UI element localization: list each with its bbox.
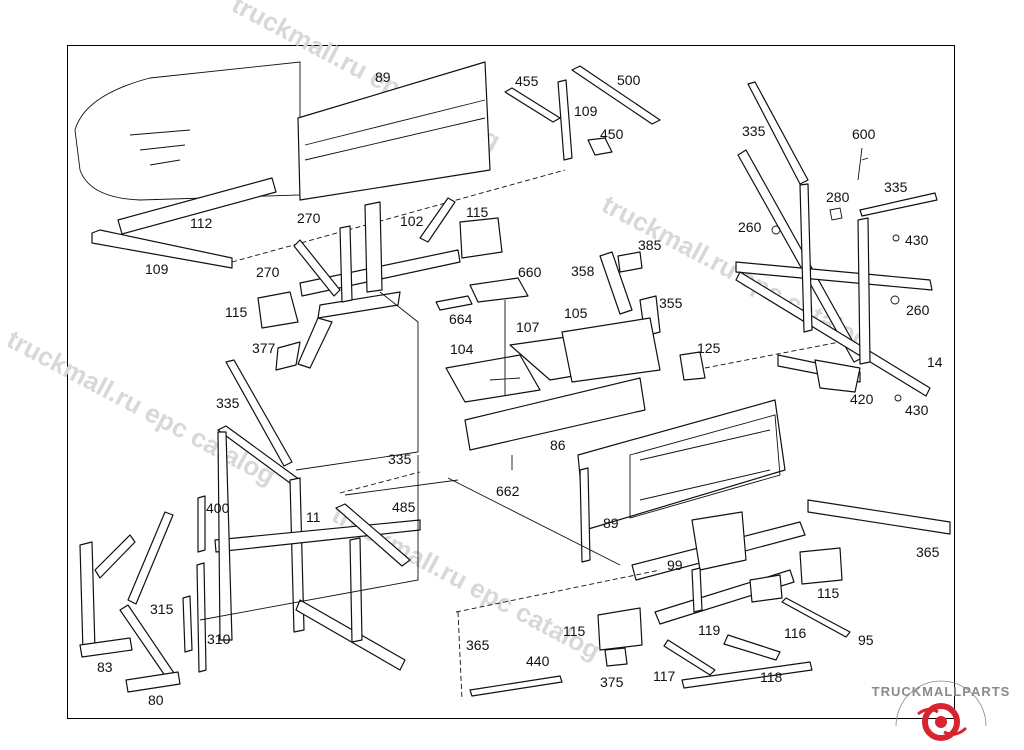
callout-109-strip: 109 (574, 103, 598, 119)
callout-107: 107 (516, 319, 540, 335)
callout-95: 95 (858, 632, 874, 648)
callout-labels: 89 455 500 109 450 335 600 280 335 430 2… (97, 69, 943, 708)
callout-115-left: 115 (225, 304, 248, 320)
callout-115-upper: 115 (466, 204, 489, 220)
callout-430-lower: 430 (905, 402, 929, 418)
callout-660: 660 (518, 264, 542, 280)
callout-335-right: 335 (884, 179, 908, 195)
callout-117: 117 (653, 668, 676, 684)
callout-280: 280 (826, 189, 850, 205)
gear-icon (922, 703, 960, 741)
strips-top (504, 65, 661, 161)
callout-375: 375 (600, 674, 624, 690)
callout-260-right: 260 (906, 302, 930, 318)
callout-104: 104 (450, 341, 474, 357)
callout-260-left: 260 (738, 219, 762, 235)
callout-116: 116 (784, 625, 807, 641)
callout-377: 377 (252, 340, 276, 356)
center-right-brackets (561, 251, 851, 383)
callout-662: 662 (496, 483, 520, 499)
callout-664: 664 (449, 311, 473, 327)
callout-80: 80 (148, 692, 164, 708)
callout-310: 310 (207, 631, 231, 647)
callout-86: 86 (550, 437, 566, 453)
lower-right-crossmember (447, 477, 951, 701)
upper-right-frame (735, 81, 938, 402)
callout-14: 14 (927, 354, 943, 370)
callout-115-right: 115 (817, 585, 840, 601)
callout-400: 400 (206, 500, 230, 516)
callout-11: 11 (306, 509, 321, 525)
callout-600: 600 (852, 126, 876, 142)
callout-99: 99 (667, 557, 683, 573)
truckmallparts-logo: TRUCKMALLPARTS (872, 680, 1011, 741)
callout-335-center: 335 (388, 451, 412, 467)
center-plates (435, 277, 646, 470)
callout-270-left: 270 (256, 264, 280, 280)
callout-118: 118 (760, 669, 783, 685)
callout-115-lower: 115 (563, 623, 586, 639)
callout-500: 500 (617, 72, 641, 88)
upper-left-frame (257, 197, 503, 471)
callout-89-lower: 89 (603, 515, 619, 531)
callout-109-beam: 109 (145, 261, 169, 277)
callout-430-upper: 430 (905, 232, 929, 248)
callout-365-lower: 365 (466, 637, 490, 653)
callout-112: 112 (190, 215, 213, 231)
callout-119: 119 (698, 622, 721, 638)
callout-270-top: 270 (297, 210, 321, 226)
callout-440: 440 (526, 653, 550, 669)
callout-358: 358 (571, 263, 595, 279)
lower-left-frame (79, 359, 459, 693)
logo-text: TRUCKMALLPARTS (872, 684, 1011, 699)
callout-450: 450 (600, 126, 624, 142)
callout-125: 125 (697, 340, 721, 356)
part-89-rear-panel (297, 61, 491, 201)
callout-335-left: 335 (216, 395, 240, 411)
beams-left (91, 169, 566, 269)
callout-105: 105 (564, 305, 588, 321)
callout-83: 83 (97, 659, 113, 675)
callout-102: 102 (400, 213, 424, 229)
diagram-frame (67, 45, 955, 719)
callout-355: 355 (659, 295, 683, 311)
callout-315: 315 (150, 601, 174, 617)
callout-335-upper-right: 335 (742, 123, 766, 139)
callout-420: 420 (850, 391, 874, 407)
callout-365-right: 365 (916, 544, 940, 560)
callout-89-top: 89 (375, 69, 391, 85)
callout-455: 455 (515, 73, 539, 89)
lower-right-panel (577, 399, 786, 563)
callout-485: 485 (392, 499, 416, 515)
callout-385: 385 (638, 237, 662, 253)
